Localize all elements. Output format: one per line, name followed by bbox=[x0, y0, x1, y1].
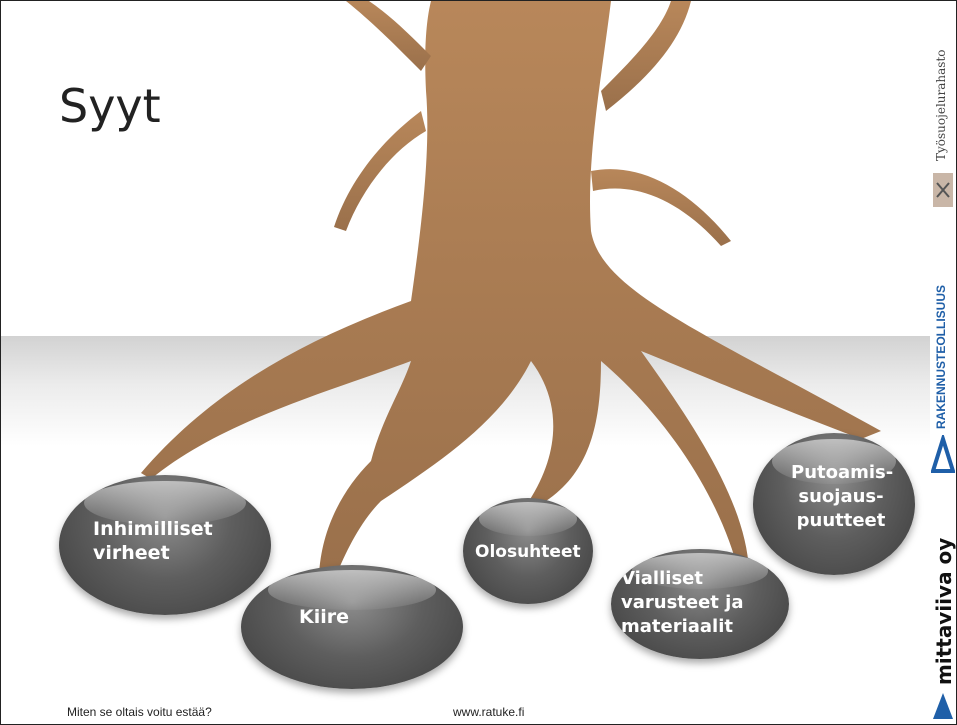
cause-label: Vialliset varusteet ja materiaalit bbox=[621, 568, 744, 637]
cause-bubble-inhimilliset-virheet: Inhimilliset virheet bbox=[59, 475, 271, 615]
bubble-gloss bbox=[267, 569, 437, 610]
mittaviiva-logo-icon bbox=[933, 693, 953, 719]
tree-roots-illustration bbox=[141, 1, 881, 576]
bubble-gloss bbox=[772, 438, 896, 485]
cause-label: Inhimilliset virheet bbox=[93, 518, 213, 564]
bubble-gloss bbox=[478, 502, 578, 537]
cause-label: Olosuhteet bbox=[475, 542, 581, 562]
mittaviiva-logo-text: mittaviiva oy bbox=[932, 537, 956, 685]
rakennusteollisuus-logo-text: RAKENNUSTEOLLISUUS bbox=[934, 284, 948, 429]
bubble-gloss bbox=[84, 480, 246, 526]
tyosuojelurahasto-logo-text: Työsuojelurahasto bbox=[934, 49, 948, 162]
cause-bubble-kiire: Kiire bbox=[241, 565, 463, 689]
footer-question: Miten se oltais voitu estää? bbox=[67, 705, 212, 719]
cause-label: Putoamis-suojaus-puutteet bbox=[791, 462, 894, 531]
bubble-gloss bbox=[632, 553, 768, 589]
sponsor-sidebar: Työsuojelurahasto RAKENNUSTEOLLISUUS mit… bbox=[930, 1, 956, 724]
cause-bubble-vialliset-varusteet: Vialliset varusteet ja materiaalit bbox=[611, 549, 789, 659]
rakennusteollisuus-logo-icon bbox=[931, 435, 955, 473]
cause-bubble-putoamissuojauspuutteet: Putoamis-suojaus-puutteet bbox=[753, 433, 915, 575]
tyosuojelurahasto-emblem-icon bbox=[933, 173, 953, 207]
footer-url[interactable]: www.ratuke.fi bbox=[453, 705, 525, 719]
cause-bubble-olosuhteet: Olosuhteet bbox=[463, 498, 593, 604]
cause-label: Kiire bbox=[299, 606, 350, 628]
slide-title: Syyt bbox=[59, 79, 161, 133]
